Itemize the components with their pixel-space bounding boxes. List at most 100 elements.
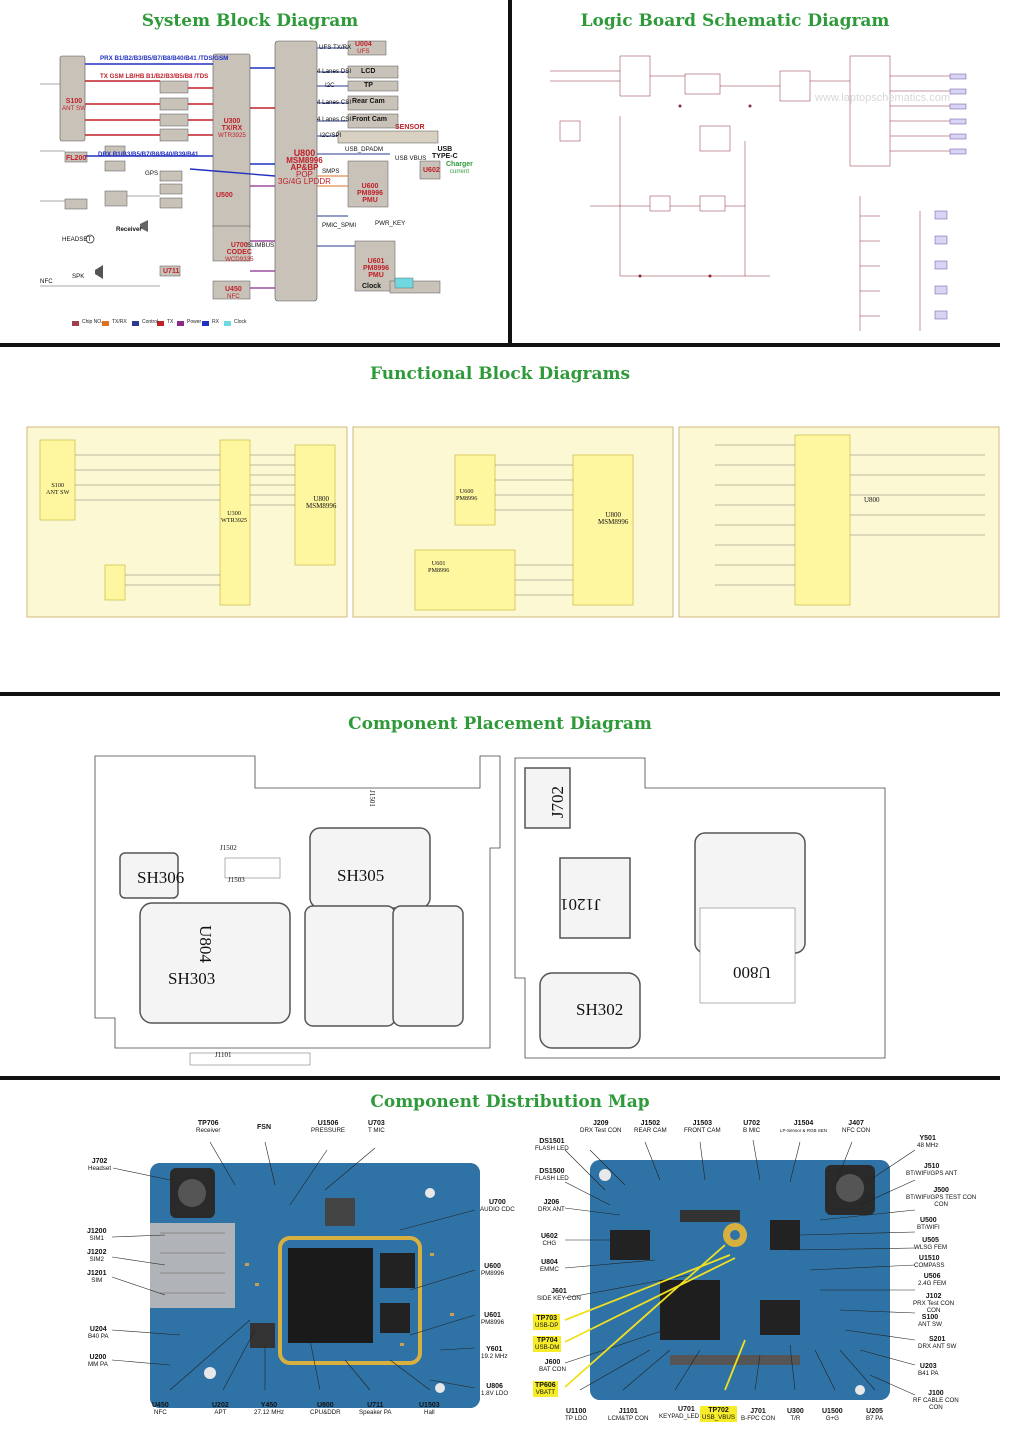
lcd-label: LCD bbox=[361, 68, 376, 75]
signal-prx: PRX B1/B2/B3/B5/B7/B8/B40/B41 /TDS/GSM bbox=[100, 55, 229, 62]
signal-i2c-spi: I2C/SPI bbox=[320, 132, 342, 139]
placement-sh305: SH305 bbox=[337, 866, 385, 885]
leader-lines bbox=[111, 1139, 916, 1396]
functional-panels bbox=[26, 426, 1000, 618]
svg-text:www.laptopschematics.com: www.laptopschematics.com bbox=[814, 92, 950, 104]
u711-label: U711 bbox=[163, 268, 180, 275]
signal-csi-front: 4 Lanes CSI bbox=[317, 116, 352, 123]
board-photo-back bbox=[590, 1160, 890, 1400]
signal-drx: DRX B1/B3/B5/B7/B8/B40/B39/B41 bbox=[98, 151, 199, 158]
tp-label: TP bbox=[364, 82, 373, 89]
placement-j702: J702 bbox=[548, 785, 568, 819]
signal-dsi: 4 Lanes DSI bbox=[317, 68, 352, 75]
dist-fsn: FSN bbox=[257, 1124, 271, 1131]
placement-sh302: SH302 bbox=[576, 1000, 624, 1019]
signal-usb-vbus: USB VBUS bbox=[395, 155, 427, 162]
clock-label: Clock bbox=[362, 283, 382, 290]
signal-csi-rear: 4 Lanes CSI bbox=[317, 99, 352, 106]
divider-1 bbox=[0, 343, 1000, 347]
signal-slimbus: SLIMBUS bbox=[247, 242, 275, 249]
u500-label: U500 bbox=[216, 192, 233, 199]
placement-u800: U800 bbox=[733, 963, 771, 982]
system-block-title: System Block Diagram bbox=[141, 11, 359, 31]
front-cam-label: Front Cam bbox=[352, 116, 387, 123]
signal-usb-dpadm: USB_DPADM bbox=[345, 146, 384, 153]
divider-2 bbox=[0, 692, 1000, 696]
signal-receiver: Receiver bbox=[116, 226, 142, 233]
signal-i2c: I2C bbox=[325, 82, 335, 89]
placement-j1201: J1201 bbox=[560, 895, 601, 914]
signal-ufs: UFS TX/RX bbox=[319, 44, 352, 51]
signal-gps: GPS bbox=[145, 170, 159, 177]
placement-boards bbox=[94, 755, 886, 1066]
placement-j1501: J1501 bbox=[367, 790, 376, 807]
logic-board-schematic: www.laptopschematics.com bbox=[550, 55, 967, 331]
distribution-title: Component Distribution Map bbox=[370, 1092, 650, 1112]
func-u800-3: U800 bbox=[864, 496, 880, 504]
functional-title: Functional Block Diagrams bbox=[369, 364, 631, 384]
signal-tx: TX GSM LB/HB B1/B2/B3/B5/B8 /TDS bbox=[100, 73, 209, 80]
fl200-label: FL200 bbox=[66, 155, 87, 162]
placement-j1502: J1502 bbox=[220, 844, 237, 852]
signal-pwr-key: PWR_KEY bbox=[375, 220, 406, 227]
signal-pmic-spmi: PMIC_SPMI bbox=[322, 222, 357, 229]
system-block-legend: Chip NO. TX/RX Control TX Power RX Clock bbox=[82, 319, 247, 325]
